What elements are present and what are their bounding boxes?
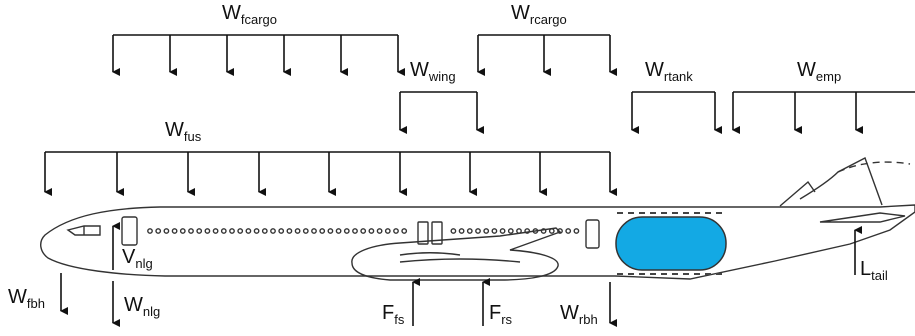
label-fus: Wfus — [165, 119, 202, 144]
cabin-window — [507, 228, 514, 234]
cabin-window — [524, 228, 531, 234]
label-nlg-up: Vnlg — [122, 246, 153, 271]
cabin-window — [302, 228, 309, 234]
cabin-window — [270, 228, 276, 234]
label-rcargo: Wrcargo — [511, 2, 567, 27]
tail-fin — [799, 157, 883, 206]
cabin-window — [245, 228, 252, 234]
cockpit-window — [66, 225, 101, 236]
cabin-window — [319, 228, 326, 234]
label-emp: Wemp — [797, 59, 841, 84]
cabin-window — [352, 228, 358, 234]
wing — [351, 227, 562, 281]
label-rbh: Wrbh — [560, 302, 598, 327]
cabin-window — [376, 228, 383, 234]
cabin-window — [458, 228, 465, 234]
label-rs: Frs — [489, 302, 513, 327]
cabin-window — [179, 228, 186, 234]
cabin-window — [286, 228, 293, 234]
cabin-window — [212, 228, 219, 234]
cabin-window — [204, 228, 211, 234]
overwing-exit — [417, 221, 429, 245]
rear-tank-body — [615, 216, 727, 271]
cabin-window — [532, 228, 539, 234]
rear-tank — [615, 212, 727, 275]
cabin-window — [335, 228, 342, 234]
cabin-window — [147, 228, 153, 234]
cabin-window — [220, 228, 227, 234]
label-tail: Ltail — [860, 258, 888, 283]
cabin-window — [237, 228, 244, 234]
cabin-window — [368, 228, 375, 234]
cabin-window — [450, 228, 457, 234]
label-fcargo: Wfcargo — [222, 2, 277, 27]
fuselage-outline — [40, 204, 915, 280]
cabin-window — [565, 228, 572, 234]
aft-door — [585, 219, 600, 249]
cabin-window — [573, 228, 580, 234]
tail-fin-top — [837, 161, 911, 173]
cabin-window — [393, 228, 399, 234]
cabin-window — [557, 228, 563, 234]
cabin-window — [401, 228, 408, 234]
cabin-window — [491, 228, 498, 234]
cabin-window — [171, 228, 178, 234]
label-nlg-down: Wnlg — [124, 294, 160, 319]
cabin-windows — [147, 228, 580, 234]
cabin-window — [278, 228, 285, 234]
cabin-window — [188, 228, 194, 234]
aircraft-sketch — [40, 157, 915, 281]
cabin-window — [343, 228, 350, 234]
cabin-window — [384, 228, 391, 234]
label-fs: Ffs — [382, 302, 405, 327]
forward-door — [121, 216, 138, 246]
cabin-window — [229, 228, 235, 234]
cabin-window — [163, 228, 170, 234]
cabin-window — [311, 228, 317, 234]
label-wing: Wwing — [410, 59, 456, 84]
cabin-window — [261, 228, 268, 234]
overwing-exit — [431, 221, 443, 245]
cabin-window — [516, 228, 522, 234]
cabin-window — [540, 228, 547, 234]
cabin-window — [475, 228, 481, 234]
label-fbh: Wfbh — [8, 286, 45, 311]
cabin-window — [499, 228, 506, 234]
cabin-window — [294, 228, 301, 234]
horizontal-stabilizer — [819, 212, 906, 223]
cabin-window — [483, 228, 490, 234]
cabin-window — [196, 228, 203, 234]
cabin-window — [327, 228, 334, 234]
load-arrows — [44, 34, 915, 327]
label-rtank: Wrtank — [645, 59, 693, 84]
cabin-window — [548, 228, 555, 234]
cabin-window — [155, 228, 162, 234]
cabin-window — [253, 228, 260, 234]
cabin-window — [466, 228, 473, 234]
cabin-window — [360, 228, 367, 234]
